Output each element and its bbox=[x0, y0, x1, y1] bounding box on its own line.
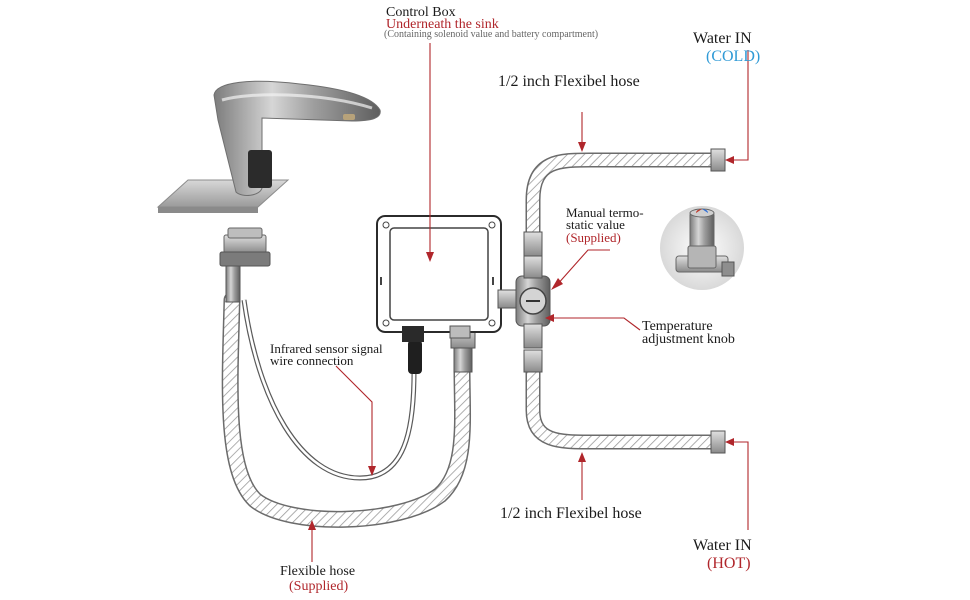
thermostatic-valve-label-2: static value bbox=[566, 217, 625, 232]
control-box-note: (Containing solenoid value and battery c… bbox=[384, 29, 599, 40]
thermostatic-valve-photo bbox=[660, 206, 744, 290]
hose-top-label: 1/2 inch Flexibel hose bbox=[498, 73, 640, 90]
water-in-hot-title: Water IN bbox=[693, 537, 752, 554]
water-in-cold-label: (COLD) bbox=[706, 48, 761, 65]
flexible-hose-label: Flexible hose bbox=[280, 564, 356, 579]
infrared-sensor-label: Infrared sensor signal bbox=[270, 341, 383, 356]
thermostatic-valve-supplied: (Supplied) bbox=[566, 230, 621, 245]
control-box bbox=[376, 215, 502, 342]
temperature-knob-label-2: adjustment knob bbox=[642, 332, 735, 347]
control-box-subtitle: Underneath the sink bbox=[386, 17, 499, 32]
flexible-hose-supplied: (Supplied) bbox=[289, 579, 349, 594]
faucet bbox=[156, 80, 381, 213]
thermostatic-valve-label: Manual termo- bbox=[566, 205, 644, 220]
infrared-sensor-label-2: wire connection bbox=[270, 353, 354, 368]
leader-lines bbox=[308, 43, 749, 562]
control-box-title: Control Box bbox=[386, 5, 456, 20]
mixing-valve bbox=[497, 255, 551, 349]
hose-bottom-label: 1/2 inch Flexibel hose bbox=[500, 505, 642, 522]
water-in-hot-label: (HOT) bbox=[707, 555, 751, 572]
hose-bottom-hot bbox=[525, 370, 712, 450]
sensor-wire bbox=[241, 299, 417, 481]
hose-top-cold bbox=[525, 152, 712, 240]
water-in-cold-title: Water IN bbox=[693, 30, 752, 47]
temperature-knob-label: Temperature bbox=[642, 319, 713, 334]
left-flexible-hose bbox=[221, 291, 472, 528]
